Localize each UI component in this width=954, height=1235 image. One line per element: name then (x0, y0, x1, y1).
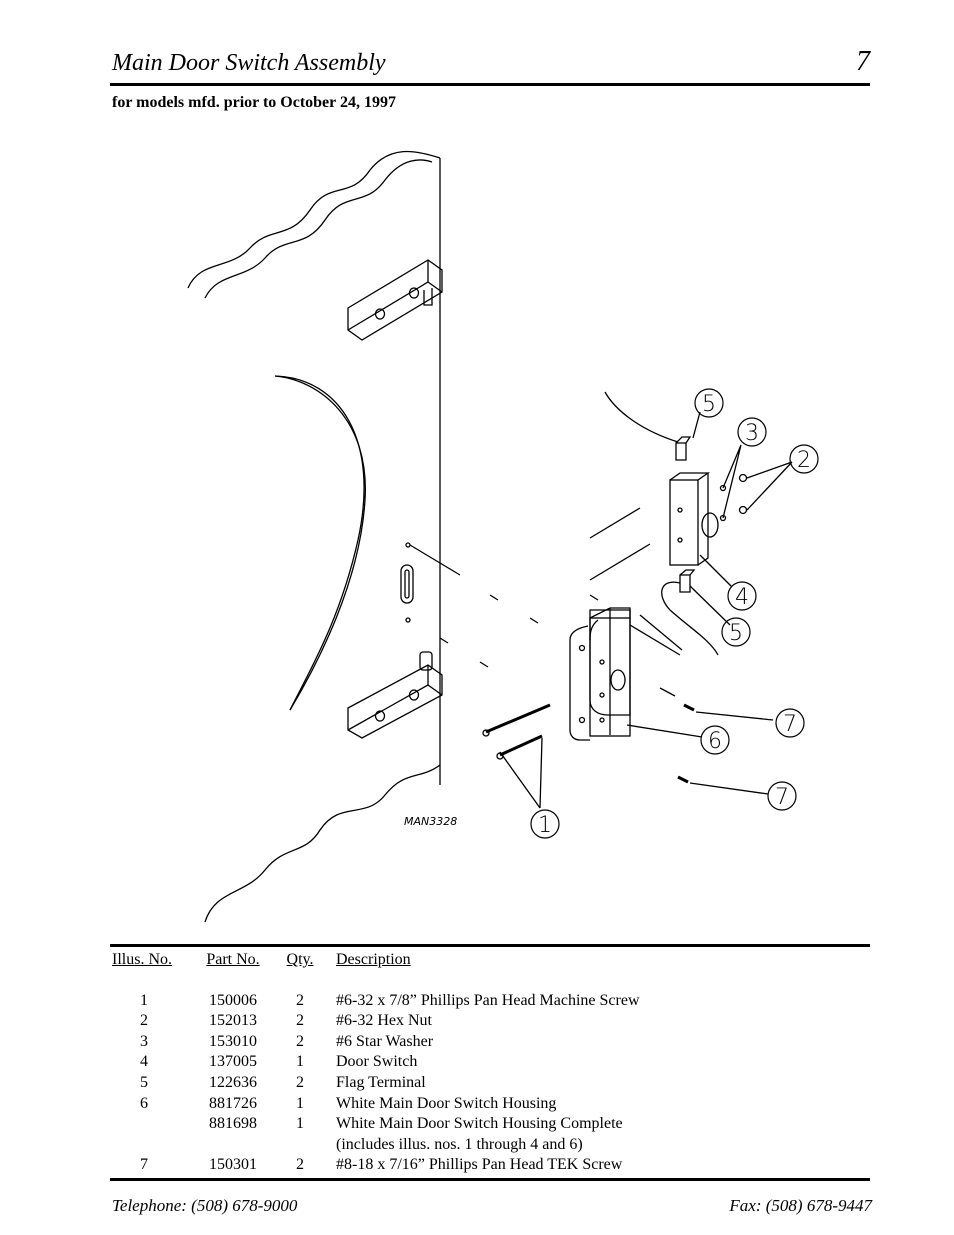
qty-cell: 2 (296, 991, 304, 1009)
illus-no-cell: 5 (140, 1073, 148, 1091)
switch-housing (569, 607, 631, 741)
description-cell: Door Switch (336, 1053, 418, 1071)
illus-no-cell: 6 (140, 1094, 148, 1112)
table-row: 7 150301 2 #8-18 x 7/16” Phillips Pan Head … (112, 1155, 872, 1176)
callout-7-lower (767, 781, 797, 811)
top-rule (110, 83, 870, 86)
col-header-illus: Illus. No. (112, 951, 172, 968)
callout-2 (789, 444, 819, 474)
callout-label: 3 (745, 421, 759, 446)
footer-fax: Fax: (508) 678-9447 (729, 1196, 872, 1215)
part-no-cell: 137005 (209, 1053, 257, 1071)
tek-screw-upper (683, 703, 695, 712)
callout-label: 6 (708, 729, 722, 754)
illus-no-cell: 3 (140, 1032, 148, 1050)
part-no-cell: 881726 (209, 1094, 257, 1112)
machine-screw-lower (499, 734, 543, 757)
wire-upper (604, 391, 679, 443)
table-row: 2 152013 2 #6-32 Hex Nut (112, 1011, 872, 1032)
illus-no-cell: 2 (140, 1012, 148, 1030)
footer-telephone: Telephone: (508) 678-9000 (112, 1196, 298, 1215)
callout-7-upper (775, 708, 805, 738)
illus-no-cell: 1 (140, 991, 148, 1009)
page-number: 7 (856, 46, 870, 77)
callout-label: 7 (783, 712, 797, 737)
table-top-rule (110, 944, 870, 947)
col-header-qty: Qty. (286, 951, 314, 968)
qty-cell: 1 (296, 1094, 304, 1112)
door-window-arc (274, 375, 365, 711)
door-bottom-wavy-edge (204, 764, 441, 923)
callout-label: 5 (729, 621, 743, 646)
description-cell: (includes illus. nos. 1 through 4 and 6) (336, 1135, 583, 1153)
callout-label: 2 (797, 448, 811, 473)
wire-lower (661, 581, 719, 656)
description-cell: #8-18 x 7/16” Phillips Pan Head TEK Scre… (336, 1156, 623, 1174)
table-row: 1 150006 2 #6-32 x 7/8” Phillips Pan Head M… (112, 991, 872, 1012)
description-cell: #6-32 x 7/8” Phillips Pan Head Machine S… (336, 991, 640, 1009)
description-cell: Flag Terminal (336, 1073, 426, 1091)
drawing-code: MAN3328 (404, 815, 457, 828)
description-cell: White Main Door Switch Housing (336, 1094, 557, 1112)
table-bottom-rule (110, 1178, 870, 1181)
star-washer-upper (719, 484, 727, 492)
description-cell: #6-32 Hex Nut (336, 1012, 432, 1030)
door-top-wavy-edge (187, 150, 441, 289)
hex-nut-lower (738, 505, 748, 515)
description-cell: #6 Star Washer (336, 1032, 434, 1050)
table-row: (includes illus. nos. 1 through 4 and 6) (112, 1135, 872, 1156)
callout-label: 7 (775, 785, 789, 810)
part-no-cell: 122636 (209, 1073, 257, 1091)
door-switch-slot (400, 564, 414, 604)
callout-5-lower (721, 617, 751, 647)
part-no-cell: 150301 (209, 1156, 257, 1174)
callout-6 (700, 725, 730, 755)
qty-cell: 1 (296, 1053, 304, 1071)
part-no-cell: 150006 (209, 991, 257, 1009)
hex-nut-upper (738, 473, 748, 483)
machine-screw-upper (485, 703, 551, 734)
qty-cell: 2 (296, 1156, 304, 1174)
description-cell: White Main Door Switch Housing Complete (336, 1115, 623, 1133)
callout-1 (530, 809, 560, 839)
table-row: 881698 1 White Main Door Switch Housing Co… (112, 1114, 872, 1135)
callout-label: 4 (735, 585, 749, 610)
callout-5-upper (694, 388, 724, 418)
part-no-cell: 153010 (209, 1032, 257, 1050)
page-title: Main Door Switch Assembly (112, 50, 386, 76)
upper-hinge (347, 259, 443, 341)
qty-cell: 1 (296, 1115, 304, 1133)
flag-terminal-upper (675, 436, 692, 461)
table-row: 3 153010 2 #6 Star Washer (112, 1032, 872, 1053)
parts-table-header: Illus. No. Part No. Qty. Description (112, 950, 872, 971)
part-no-cell: 152013 (209, 1012, 257, 1030)
callout-4 (727, 581, 757, 611)
tek-screw-lower (677, 775, 689, 784)
illus-no-cell: 7 (140, 1156, 148, 1174)
table-row: 5 122636 2 Flag Terminal (112, 1073, 872, 1094)
lower-hinge (347, 651, 443, 739)
callout-label: 1 (538, 813, 552, 838)
callout-label: 5 (702, 392, 716, 417)
models-subtitle: for models mfd. prior to October 24, 199… (112, 94, 396, 111)
col-header-part: Part No. (206, 951, 260, 968)
qty-cell: 2 (296, 1032, 304, 1050)
qty-cell: 2 (296, 1012, 304, 1030)
table-row: 6 881726 1 White Main Door Switch Housing (112, 1094, 872, 1115)
col-header-description: Description (336, 951, 411, 968)
qty-cell: 2 (296, 1073, 304, 1091)
illus-no-cell: 4 (140, 1053, 148, 1071)
part-no-cell: 881698 (209, 1115, 257, 1133)
exploded-assembly-diagram: 5 3 2 4 5 7 6 7 1 MAN3328 (187, 150, 819, 923)
door-switch (669, 472, 719, 566)
callout-3 (737, 417, 767, 447)
flag-terminal-lower (679, 569, 696, 593)
table-row: 4 137005 1 Door Switch (112, 1052, 872, 1073)
